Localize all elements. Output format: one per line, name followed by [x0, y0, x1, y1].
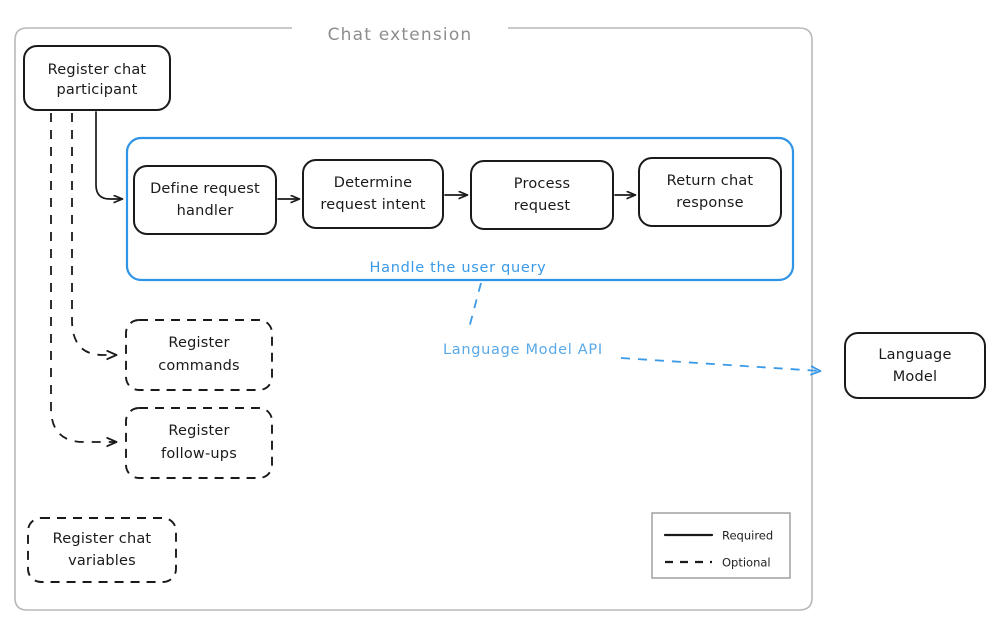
connector-participant-to-followups — [50, 113, 116, 442]
register-chat-variables-line2: variables — [68, 553, 136, 569]
node-register-chat-participant[interactable]: Register chat participant — [23, 45, 171, 111]
node-determine-request-intent[interactable]: Determine request intent — [302, 159, 444, 229]
handle-user-query-label: Handle the user query — [370, 260, 547, 276]
register-followups-line1: Register — [168, 423, 229, 439]
return-chat-response-line1: Return chat — [667, 173, 754, 189]
register-commands-line1: Register — [168, 335, 229, 351]
determine-request-intent-line1: Determine — [334, 175, 412, 191]
register-followups-line2: follow-ups — [161, 446, 237, 462]
node-register-followups[interactable]: Register follow-ups — [125, 407, 273, 479]
register-chat-variables-line1: Register chat — [53, 531, 152, 547]
process-request-line1: Process — [514, 176, 570, 192]
language-model-box[interactable] — [844, 332, 986, 399]
return-chat-response-box[interactable] — [638, 157, 782, 227]
legend-required-label: Required — [722, 529, 773, 543]
container-title: Chat extension — [328, 25, 473, 45]
language-model-api-label: Language Model API — [443, 342, 603, 358]
register-followups-box[interactable] — [125, 407, 273, 479]
connector-participant-to-commands — [71, 113, 116, 355]
register-chat-participant-label-line2: participant — [57, 82, 138, 98]
connector-participant-to-handler — [95, 111, 122, 199]
legend-item-required: Required — [663, 529, 773, 543]
define-request-handler-line2: handler — [177, 203, 234, 219]
define-request-handler-box[interactable] — [133, 165, 277, 235]
connector-group-to-api-label — [467, 282, 482, 333]
language-model-api-connection: Language Model API — [443, 282, 820, 371]
node-return-chat-response[interactable]: Return chat response — [638, 157, 782, 227]
determine-request-intent-box[interactable] — [302, 159, 444, 229]
node-define-request-handler[interactable]: Define request handler — [133, 165, 277, 235]
legend-optional-label: Optional — [722, 556, 771, 570]
node-process-request[interactable]: Process request — [470, 160, 614, 230]
return-chat-response-line2: response — [676, 195, 743, 211]
register-chat-participant-label-line1: Register chat — [48, 62, 147, 78]
legend: Required Optional — [651, 512, 791, 579]
define-request-handler-line1: Define request — [150, 181, 260, 197]
process-request-line2: request — [514, 198, 571, 214]
handle-user-query-container — [125, 136, 795, 282]
language-model-line2: Model — [893, 369, 938, 385]
register-chat-variables-box[interactable] — [27, 517, 177, 583]
determine-request-intent-line2: request intent — [320, 197, 425, 213]
register-commands-box[interactable] — [125, 319, 273, 391]
register-commands-line2: commands — [158, 358, 240, 374]
node-register-chat-variables[interactable]: Register chat variables — [27, 517, 177, 583]
process-request-box[interactable] — [470, 160, 614, 230]
register-chat-participant-box[interactable] — [23, 45, 171, 111]
node-language-model[interactable]: Language Model — [844, 332, 986, 399]
legend-item-optional: Optional — [665, 556, 771, 570]
language-model-line1: Language — [878, 347, 951, 363]
legend-box — [651, 512, 791, 579]
node-register-commands[interactable]: Register commands — [125, 319, 273, 391]
handle-user-query-group: Handle the user query Define request han… — [125, 136, 795, 282]
